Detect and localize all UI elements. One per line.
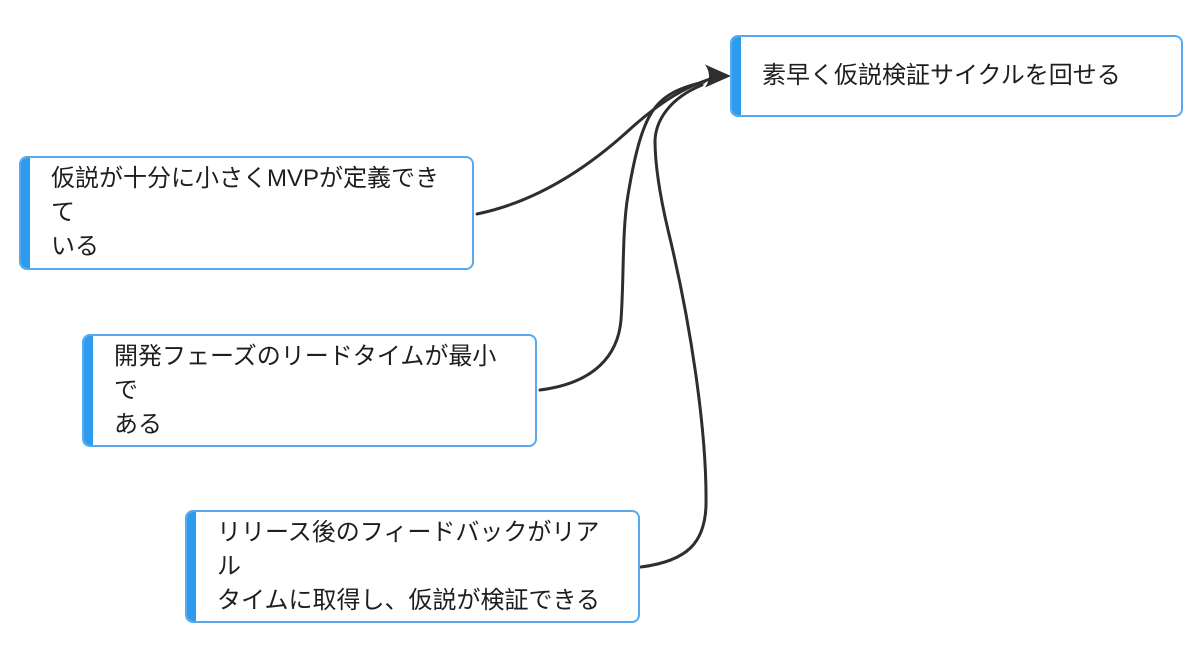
node-label: 素早く仮説検証サイクルを回せる xyxy=(762,62,1121,89)
node-leadtime[interactable]: 開発フェーズのリードタイムが最小で ある xyxy=(82,334,537,447)
node-accent-bar xyxy=(187,512,196,621)
node-accent-bar xyxy=(732,37,741,115)
node-accent-bar xyxy=(21,158,30,268)
node-mvp[interactable]: 仮説が十分に小さくMVPが定義できて いる xyxy=(19,156,474,270)
edge-arrowhead xyxy=(705,64,731,88)
node-label: 仮説が十分に小さくMVPが定義できて いる xyxy=(51,165,440,260)
edge-mvp-to-goal[interactable] xyxy=(475,77,712,216)
edge-leadtime-to-goal[interactable] xyxy=(538,80,706,392)
node-goal[interactable]: 素早く仮説検証サイクルを回せる xyxy=(730,35,1183,117)
node-feedback[interactable]: リリース後のフィードバックがリアル タイムに取得し、仮説が検証できる xyxy=(185,510,640,623)
node-label: リリース後のフィードバックがリアル タイムに取得し、仮説が検証できる xyxy=(217,518,601,614)
node-label: 開発フェーズのリードタイムが最小で ある xyxy=(114,342,497,438)
edge-feedback-to-goal[interactable] xyxy=(639,83,708,569)
node-accent-bar xyxy=(84,336,93,445)
